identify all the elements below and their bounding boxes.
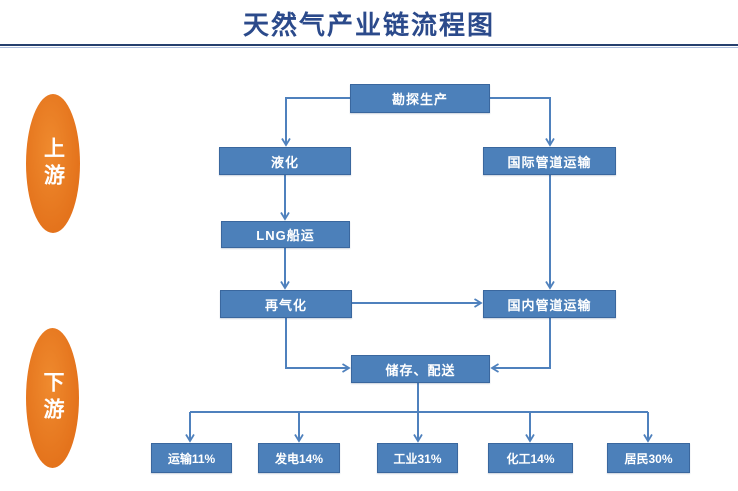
stage-downstream-ellipse: 下游: [26, 328, 79, 468]
page-title: 天然气产业链流程图: [242, 10, 495, 40]
node-storage-distribution: 储存、配送: [351, 355, 490, 383]
node-liquefaction: 液化: [219, 147, 351, 175]
node-enduse-chemical: 化工14%: [488, 443, 573, 473]
node-enduse-power: 发电14%: [258, 443, 340, 473]
node-enduse-transport: 运输11%: [151, 443, 232, 473]
connector-exploration-to-international-pipeline: [490, 97, 550, 145]
connector-domestic-pipeline-to-storage: [492, 317, 551, 368]
node-regasification: 再气化: [220, 290, 352, 318]
node-enduse-residential: 居民30%: [607, 443, 690, 473]
node-domestic-pipeline: 国内管道运输: [483, 290, 616, 318]
node-lng-shipping: LNG船运: [221, 221, 350, 248]
node-international-pipeline: 国际管道运输: [483, 147, 616, 175]
stage-downstream-label: 下游: [41, 371, 64, 425]
node-exploration-production: 勘探生产: [350, 84, 490, 113]
connector-exploration-to-liquefaction: [286, 97, 350, 145]
connector-regasification-to-storage: [285, 317, 349, 368]
title-divider: [0, 44, 738, 48]
stage-upstream-label: 上游: [41, 136, 65, 191]
node-enduse-industry: 工业31%: [377, 443, 458, 473]
stage-upstream-ellipse: 上游: [26, 94, 80, 233]
